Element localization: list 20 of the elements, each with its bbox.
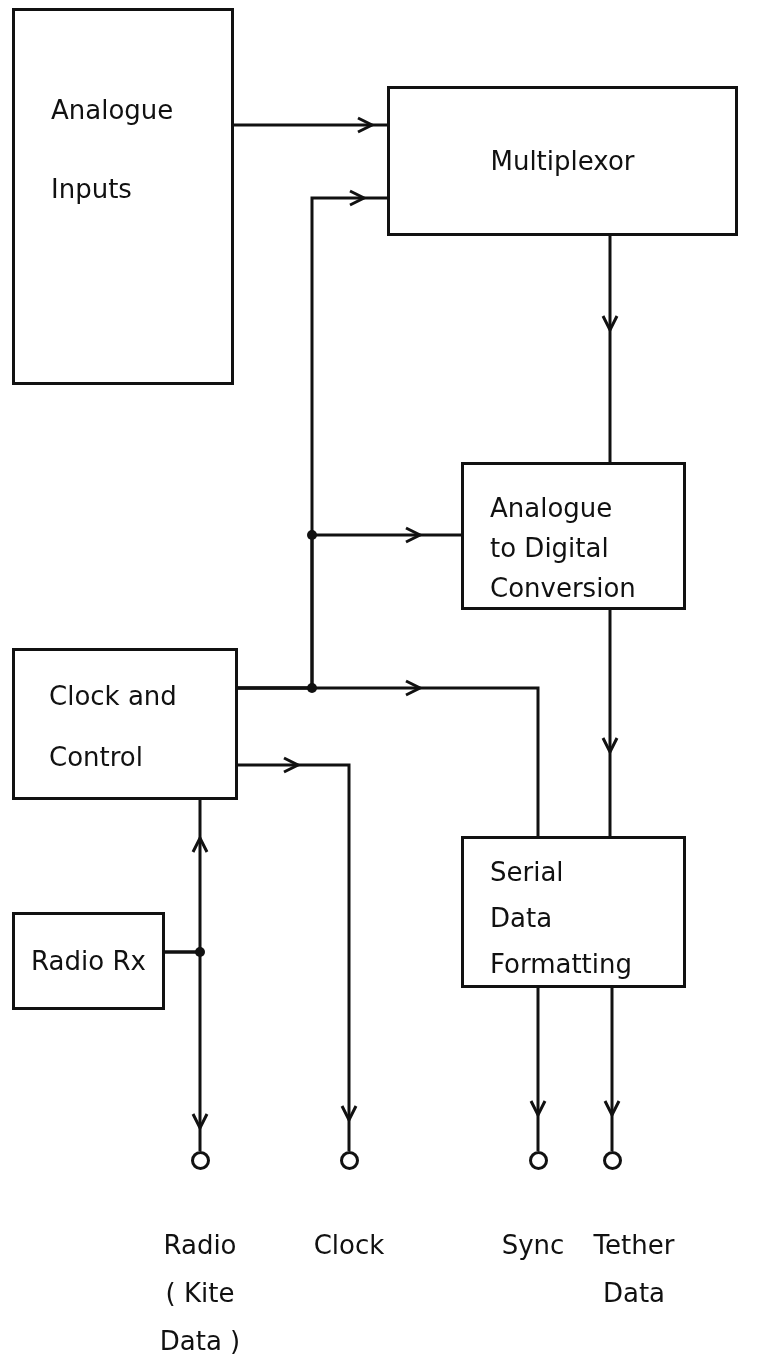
process-box	[461, 462, 686, 610]
terminal-circle	[340, 1151, 359, 1170]
box-label: Radio Rx	[31, 946, 146, 976]
process-box	[387, 86, 738, 236]
terminal-circle	[191, 1151, 210, 1170]
box-label: Serial Data Formatting	[490, 856, 632, 981]
terminal-label: Sync	[501, 1229, 565, 1262]
process-box	[461, 836, 686, 988]
box-label: Analogue Inputs	[51, 94, 174, 206]
box-label: Analogue to Digital Conversion	[490, 492, 637, 605]
terminal-circle	[603, 1151, 622, 1170]
terminal-label: Radio ( Kite Data )	[158, 1229, 242, 1358]
box-label: Clock and Control	[49, 680, 178, 774]
process-box	[12, 8, 234, 385]
terminal-label: Clock	[313, 1229, 385, 1262]
box-label: Multiplexor	[490, 146, 635, 176]
process-box	[12, 648, 238, 800]
terminal-label: Tether Data	[593, 1229, 675, 1310]
process-box	[12, 912, 165, 1010]
terminal-circle	[529, 1151, 548, 1170]
